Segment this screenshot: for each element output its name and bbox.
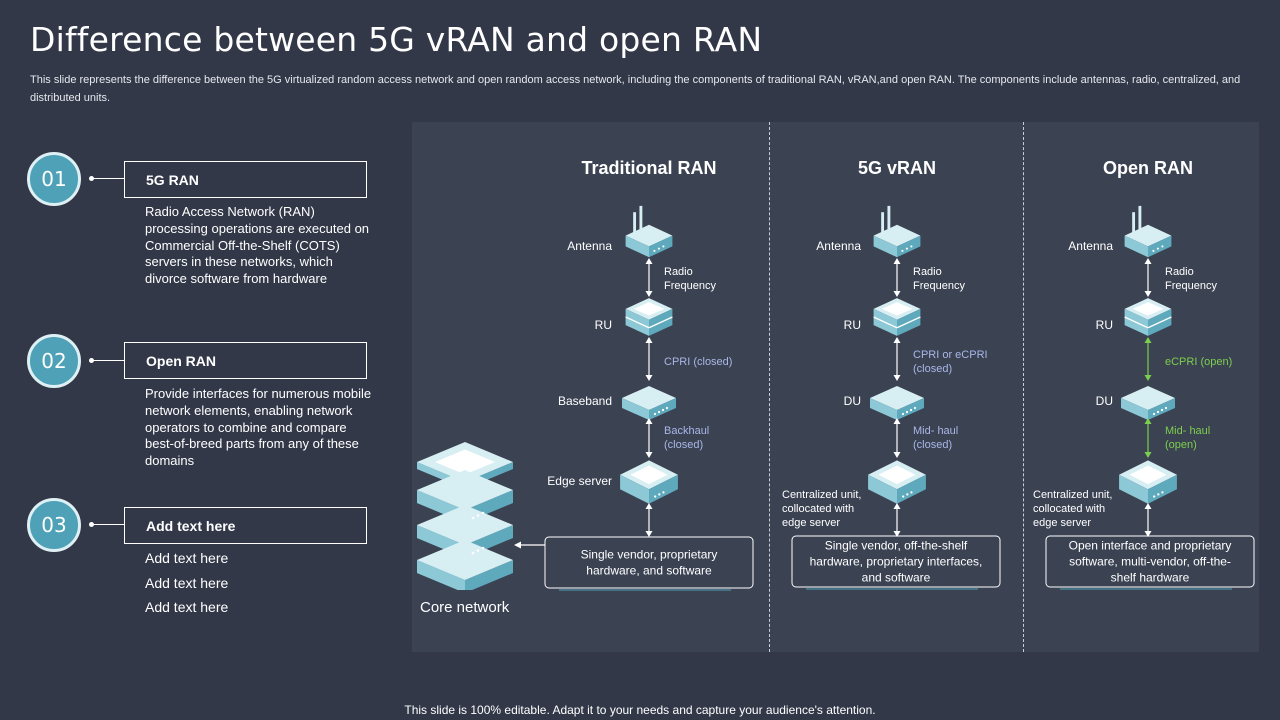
item-text-line: Add text here [145, 574, 229, 591]
item-label-box: Open RAN [124, 342, 367, 379]
item-description: Radio Access Network (RAN) processing op… [145, 204, 370, 287]
item-description: Provide interfaces for numerous mobile n… [145, 386, 372, 469]
item-connector [89, 358, 124, 363]
item-text-list: Add text here Add text here Add text her… [145, 550, 228, 624]
column-divider [769, 122, 770, 652]
slide-title: Difference between 5G vRAN and open RAN [30, 20, 763, 59]
item-text-line: Add text here [145, 550, 229, 566]
footer-note: This slide is 100% editable. Adapt it to… [404, 703, 876, 717]
item-text-line: Add text here [145, 599, 229, 616]
item-number-badge: 03 [27, 498, 81, 552]
item-number-badge: 01 [27, 152, 81, 206]
item-number-badge: 02 [27, 334, 81, 388]
item-label-box: 5G RAN [124, 161, 367, 198]
diagram-panel [412, 122, 1259, 652]
column-divider [1023, 122, 1024, 652]
item-label-box: Add text here [124, 507, 367, 544]
item-connector [89, 522, 124, 527]
slide-subtitle: This slide represents the difference bet… [30, 74, 1241, 104]
item-connector [89, 176, 124, 181]
